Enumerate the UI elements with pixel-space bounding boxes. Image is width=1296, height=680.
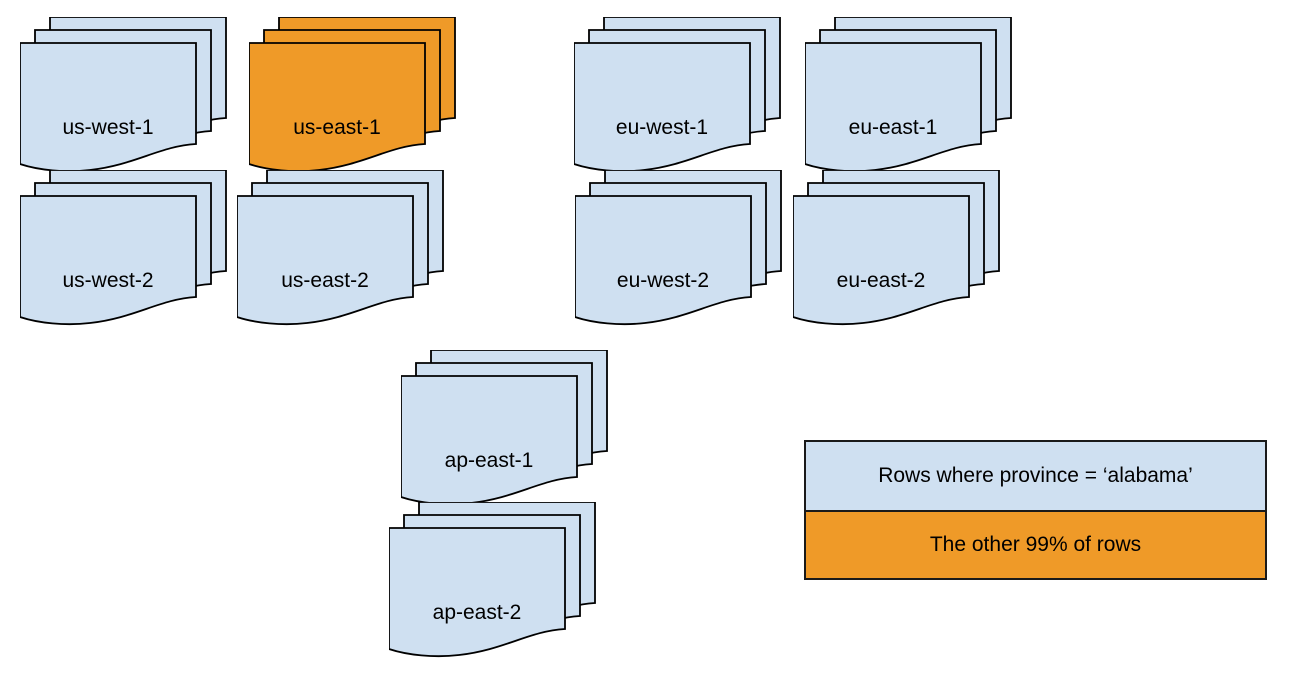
- region-label: ap-east-2: [433, 601, 522, 624]
- region-label: us-east-1: [293, 116, 381, 139]
- region-stack-eu-east-1: eu-east-1: [805, 17, 1013, 175]
- region-stack-svg: us-west-2: [20, 170, 227, 326]
- region-label: us-east-2: [281, 269, 369, 292]
- region-stack-svg: us-west-1: [20, 17, 227, 173]
- region-label: ap-east-1: [445, 449, 534, 472]
- document-shape-front: [401, 375, 578, 506]
- document-shape-front: [793, 195, 970, 326]
- legend: Rows where province = ‘alabama’ The othe…: [804, 440, 1267, 580]
- region-stack-us-west-2: us-west-2: [20, 170, 228, 328]
- legend-row-alabama: Rows where province = ‘alabama’: [806, 442, 1265, 510]
- document-shape-front: [389, 527, 566, 658]
- region-stack-ap-east-2: ap-east-2: [389, 502, 597, 660]
- legend-label-other-rows: The other 99% of rows: [929, 533, 1142, 556]
- document-shape-front: [805, 42, 982, 173]
- region-stack-ap-east-1: ap-east-1: [401, 350, 609, 508]
- region-label: us-west-1: [62, 116, 153, 139]
- document-shape-front: [574, 42, 751, 173]
- region-label: eu-west-2: [617, 269, 709, 292]
- document-shape-front: [20, 42, 197, 173]
- document-shape-front: [575, 195, 752, 326]
- legend-row-other-rows: The other 99% of rows: [806, 510, 1265, 578]
- region-stack-eu-west-2: eu-west-2: [575, 170, 783, 328]
- region-label: eu-west-1: [616, 116, 708, 139]
- document-shape-front: [249, 42, 426, 173]
- region-label: us-west-2: [62, 269, 153, 292]
- document-shape-front: [237, 195, 414, 326]
- region-stack-svg: ap-east-1: [401, 350, 608, 506]
- region-stack-svg: eu-east-1: [805, 17, 1012, 173]
- document-shape-front: [20, 195, 197, 326]
- region-stack-us-east-2: us-east-2: [237, 170, 445, 328]
- region-stack-svg: eu-west-2: [575, 170, 782, 326]
- region-label: eu-east-2: [837, 269, 926, 292]
- region-stack-eu-east-2: eu-east-2: [793, 170, 1001, 328]
- region-stack-eu-west-1: eu-west-1: [574, 17, 782, 175]
- region-stack-svg: us-east-2: [237, 170, 444, 326]
- region-stack-svg: ap-east-2: [389, 502, 596, 658]
- region-stack-us-west-1: us-west-1: [20, 17, 228, 175]
- region-stack-us-east-1: us-east-1: [249, 17, 457, 175]
- region-stack-svg: eu-east-2: [793, 170, 1000, 326]
- region-stack-svg: us-east-1: [249, 17, 456, 173]
- region-stack-svg: eu-west-1: [574, 17, 781, 173]
- legend-label-alabama: Rows where province = ‘alabama’: [878, 464, 1193, 487]
- region-label: eu-east-1: [849, 116, 938, 139]
